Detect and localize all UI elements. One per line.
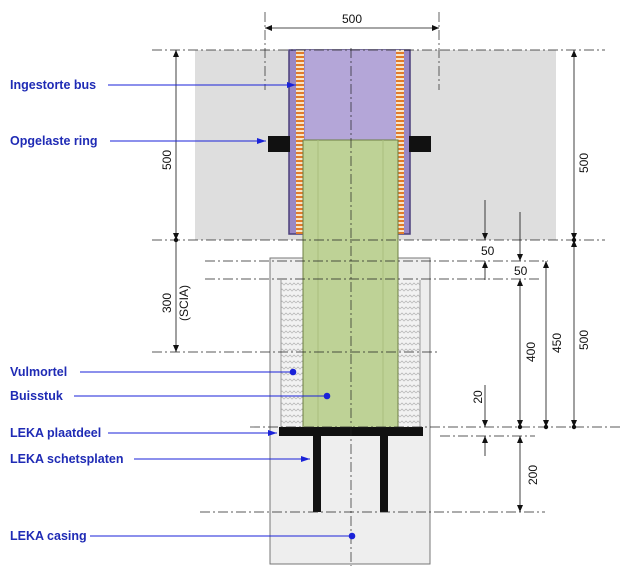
vulmortel-left [281, 280, 303, 428]
label-leka-casing: LEKA casing [10, 529, 87, 543]
dimension-lines [173, 25, 577, 512]
dim-left-lower: 300 [160, 293, 174, 313]
dim-dot-2 [571, 237, 577, 243]
dim-dot-3 [571, 424, 577, 430]
dim-left-upper: 500 [160, 150, 174, 170]
dim-450: 450 [550, 333, 564, 353]
dim-20: 20 [471, 390, 485, 404]
leka-schetsplaat-left [313, 436, 321, 512]
dim-400: 400 [524, 342, 538, 362]
vulmortel-right [398, 280, 420, 428]
dim-50-b: 50 [514, 264, 528, 278]
dim-dot-4 [543, 424, 549, 430]
label-ingestorte-bus: Ingestorte bus [10, 78, 96, 92]
leka-schetsplaat-right [380, 436, 388, 512]
opgelaste-ring-left [268, 136, 290, 152]
dim-right-outer: 500 [577, 153, 591, 173]
dim-left-lower-note: (SCIA) [177, 285, 191, 321]
label-opgelaste-ring: Opgelaste ring [10, 134, 98, 148]
dim-50-a: 50 [481, 244, 495, 258]
label-buisstuk: Buisstuk [10, 389, 63, 403]
bus-corrugation-right [396, 50, 404, 234]
bus-inner-light [305, 50, 396, 140]
label-vulmortel: Vulmortel [10, 365, 67, 379]
callouts: Ingestorte bus Opgelaste ring Vulmortel … [10, 78, 356, 543]
dim-200: 200 [526, 465, 540, 485]
opgelaste-ring-right [409, 136, 431, 152]
dim-dot-5 [517, 424, 523, 430]
bus-corrugation-left [296, 50, 304, 234]
label-leka-schetsplaten: LEKA schetsplaten [10, 452, 123, 466]
dim-right-outer-lower: 500 [577, 330, 591, 350]
dim-top-width: 500 [342, 12, 362, 26]
label-leka-plaatdeel: LEKA plaatdeel [10, 426, 101, 440]
buisstuk [302, 139, 399, 429]
dim-dot-1 [173, 237, 179, 243]
